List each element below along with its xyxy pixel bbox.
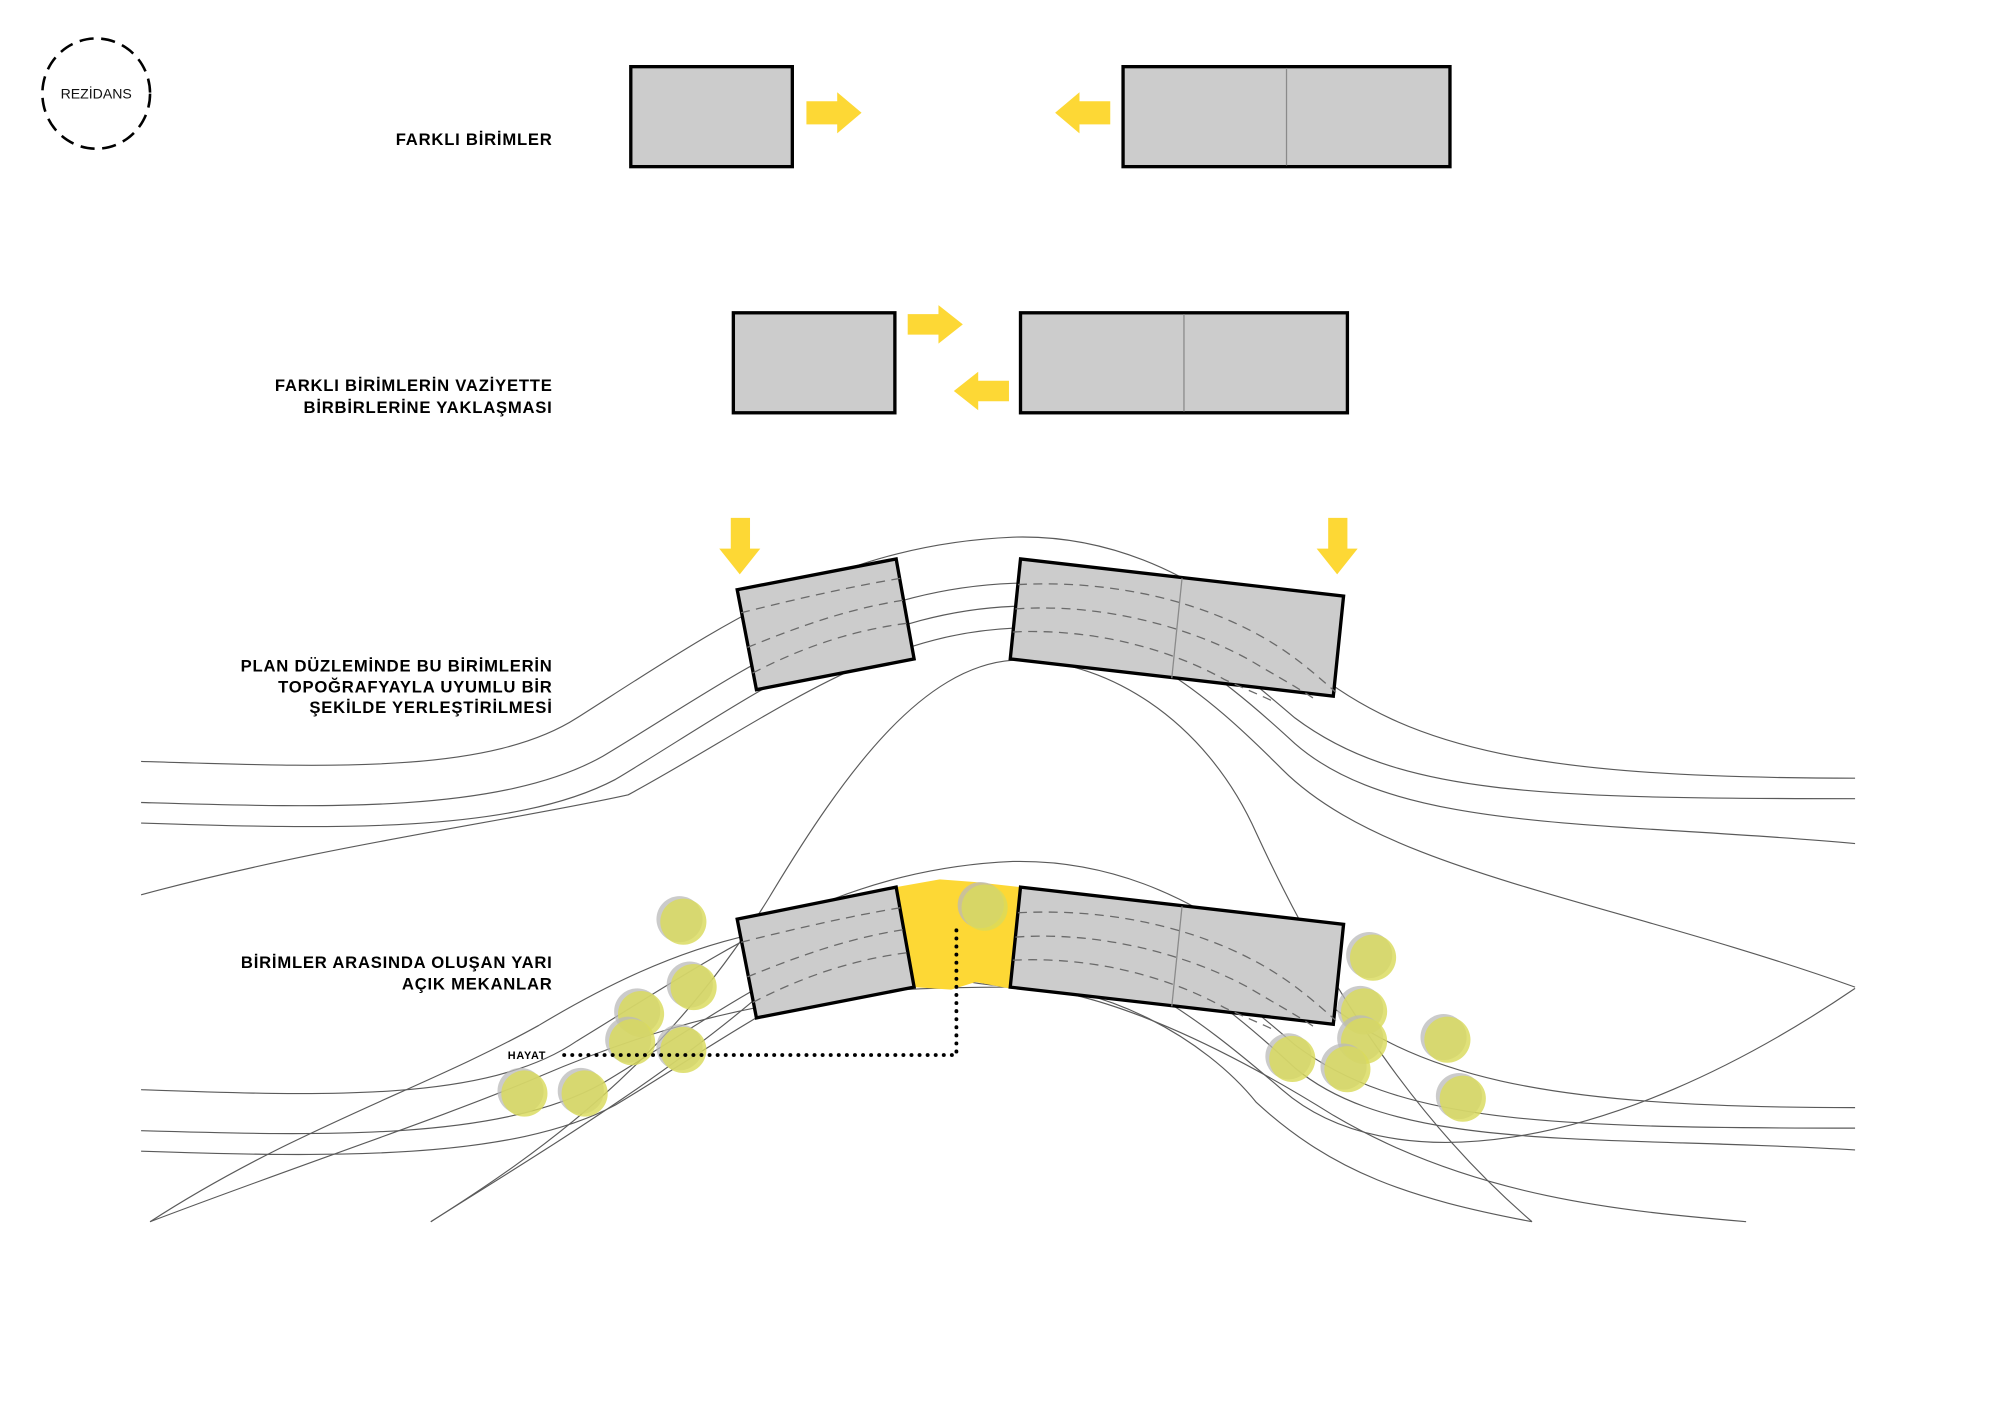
step-1-line-1: FARKLI BİRİMLER	[396, 130, 553, 149]
tree-icon	[1349, 934, 1397, 981]
contour-line	[141, 582, 1856, 807]
contour-line	[141, 605, 1856, 845]
hidden-contour	[747, 928, 906, 978]
contour-line	[149, 986, 1747, 1223]
single-unit	[731, 311, 897, 415]
hidden-contour	[1017, 911, 1337, 1021]
step-3-line-1: PLAN DÜZLEMİNDE BU BİRİMLERİN	[241, 657, 553, 676]
step-label-4: BİRİMLER ARASINDA OLUŞAN YARI AÇIK MEKAN…	[241, 953, 553, 994]
tree-icon	[1439, 1075, 1486, 1122]
tree-icon	[1424, 1016, 1471, 1063]
row-2-units	[731, 305, 1350, 415]
hidden-contour	[1015, 935, 1315, 1028]
arrow-down-icon	[1316, 517, 1358, 575]
rotated-double-unit	[1008, 885, 1346, 1032]
tree-icon	[961, 884, 1008, 931]
hayat-label: HAYAT	[508, 1050, 547, 1062]
step-3-line-3: ŞEKİLDE YERLEŞTİRİLMESİ	[309, 698, 552, 717]
rotated-double-unit	[1008, 557, 1346, 704]
tree-icon	[1324, 1046, 1371, 1093]
tree-icon	[561, 1070, 608, 1117]
hidden-contour	[1012, 630, 1276, 704]
tree-icon	[660, 1026, 707, 1073]
step-3-line-2: TOPOĞRAFYAYLA UYUMLU BİR	[278, 677, 553, 696]
step-label-1: FARKLI BİRİMLER	[396, 130, 553, 149]
tree-icon	[670, 964, 717, 1011]
tree-group	[497, 881, 1486, 1122]
rezidans-badge: REZİDANS	[41, 37, 152, 150]
rotated-single-unit	[735, 885, 917, 1020]
contour-line	[141, 536, 1856, 779]
single-unit	[735, 885, 917, 1020]
hidden-contour	[752, 951, 910, 1004]
step-4-line-2: AÇIK MEKANLAR	[402, 975, 553, 994]
step-label-2: FARKLI BİRİMLERİN VAZİYETTE BİRBİRLERİNE…	[275, 376, 553, 417]
tree-icon	[660, 898, 707, 945]
row-4-semi-open: HAYAT	[141, 860, 1856, 1223]
row-3-topography	[140, 517, 1856, 1223]
hidden-contour	[1012, 959, 1276, 1032]
hayat-leader-line	[562, 927, 959, 1057]
arrow-right-icon	[806, 92, 862, 134]
dashed-circle-icon	[41, 37, 152, 150]
step-2-line-2: BİRBİRLERİNE YAKLAŞMASI	[304, 398, 553, 417]
contour-line	[141, 860, 1856, 1109]
step-2-line-1: FARKLI BİRİMLERİN VAZİYETTE	[275, 376, 553, 395]
tree-icon	[501, 1070, 548, 1117]
arrow-left-icon	[953, 371, 1009, 411]
unit-divider	[1171, 906, 1183, 1007]
step-label-3: PLAN DÜZLEMİNDE BU BİRİMLERİN TOPOĞRAFYA…	[241, 657, 553, 717]
hidden-contour	[740, 906, 902, 943]
hidden-contour	[747, 599, 906, 648]
tree-icon	[609, 1019, 656, 1066]
tree-icon	[1269, 1035, 1316, 1082]
single-unit	[735, 556, 917, 692]
arrow-right-icon	[907, 305, 963, 344]
rotated-single-unit	[735, 556, 917, 692]
hidden-contour	[752, 622, 910, 674]
hidden-contour	[1017, 583, 1337, 693]
hidden-contour	[740, 577, 902, 614]
contour-lines	[140, 536, 1856, 1223]
badge-label: REZİDANS	[61, 85, 132, 102]
unit-divider	[1171, 578, 1183, 679]
arrow-down-icon	[719, 517, 761, 575]
step-4-line-1: BİRİMLER ARASINDA OLUŞAN YARI	[241, 953, 553, 972]
arrow-left-icon	[1055, 92, 1111, 134]
single-unit	[629, 64, 794, 169]
hidden-contour	[1015, 607, 1315, 700]
row-1-units	[629, 64, 1452, 169]
